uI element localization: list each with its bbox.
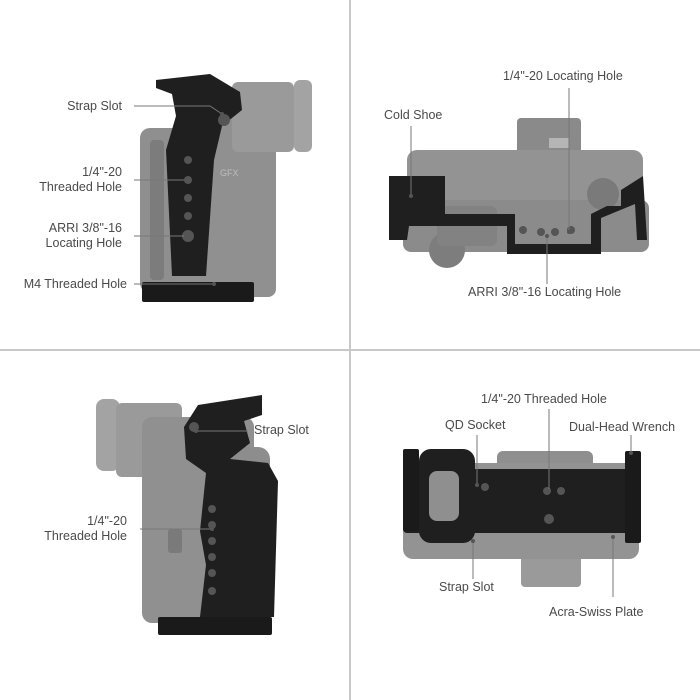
callout-threaded-hole-line2: Threaded Hole [39, 180, 122, 194]
callout-threaded-hole-line1: 1/4"-20 [82, 165, 122, 179]
callout-strap-slot: Strap Slot [439, 580, 494, 594]
callout-threaded-hole-line1: 1/4"-20 [87, 514, 127, 528]
camera-cage-side-right-illustration [96, 395, 278, 635]
callout-dual-head-wrench: Dual-Head Wrench [569, 420, 676, 434]
callout-locating-hole: 1/4"-20 Locating Hole [503, 69, 623, 83]
callout-arri-locating-hole: ARRI 3/8"-16 Locating Hole [468, 285, 622, 299]
callout-acra-swiss-plate: Acra-Swiss Plate [549, 605, 644, 619]
camera-cage-side-illustration: GFX [134, 74, 312, 302]
callout-threaded-hole-line2: Threaded Hole [44, 529, 127, 543]
gfx-logo: GFX [220, 168, 239, 178]
callout-m4-threaded-hole: M4 Threaded Hole [23, 277, 127, 291]
callout-strap-slot: Strap Slot [254, 423, 309, 437]
callout-strap-slot: Strap Slot [67, 99, 122, 113]
panel-bottom-view: 1/4"-20 Threaded Hole QD Socket Dual-Hea… [351, 351, 700, 700]
callout-qd-socket: QD Socket [445, 418, 506, 432]
panel-top-view: 1/4"-20 Locating Hole Cold Shoe ARRI 3/8… [351, 0, 700, 349]
callout-threaded-hole: 1/4"-20 Threaded Hole [481, 392, 607, 406]
callout-arri-line1: ARRI 3/8"-16 [48, 221, 122, 235]
panel-side-view-left: GFX Strap Slot 1/4"-20 Threaded Hole ARR… [0, 0, 349, 349]
callout-arri-line2: Locating Hole [45, 236, 122, 250]
camera-cage-top-illustration [389, 88, 649, 284]
horizontal-divider [0, 349, 700, 351]
camera-cage-bottom-illustration [403, 409, 641, 597]
callout-cold-shoe: Cold Shoe [384, 108, 443, 122]
panel-side-view-right: Strap Slot 1/4"-20 Threaded Hole [0, 351, 349, 700]
